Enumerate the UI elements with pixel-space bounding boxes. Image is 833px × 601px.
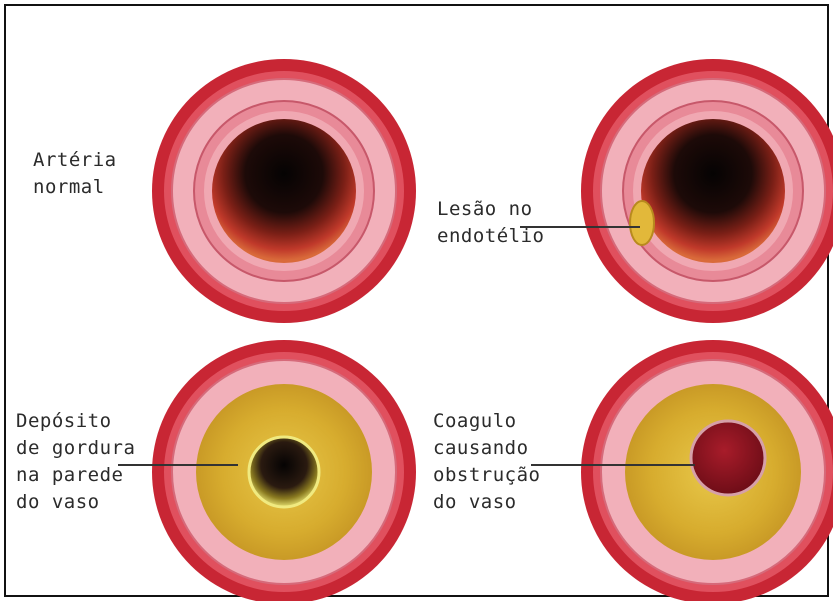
clot [691, 421, 765, 495]
label-line: obstrução [433, 462, 540, 489]
label-normal-artery: Artéria normal [33, 147, 117, 201]
label-line: Coagulo [433, 408, 540, 435]
artery-fat-deposit [152, 340, 416, 601]
label-line: causando [433, 435, 540, 462]
lumen [641, 119, 785, 263]
label-line: Depósito [16, 408, 135, 435]
artery-clot [581, 340, 833, 601]
label-clot-obstruction: Coagulo causando obstrução do vaso [433, 408, 540, 516]
label-line: normal [33, 174, 117, 201]
label-endothelium-lesion: Lesão no endotélio [437, 196, 544, 250]
artery-lesion [581, 59, 833, 323]
lumen [212, 119, 356, 263]
label-fat-deposit: Depósito de gordura na parede do vaso [16, 408, 135, 516]
label-line: de gordura [16, 435, 135, 462]
narrowed-lumen [249, 437, 319, 507]
label-line: Lesão no [437, 196, 544, 223]
label-line: do vaso [433, 489, 540, 516]
label-line: do vaso [16, 489, 135, 516]
label-line: na parede [16, 462, 135, 489]
label-line: endotélio [437, 223, 544, 250]
artery-normal [152, 59, 416, 323]
label-line: Artéria [33, 147, 117, 174]
endothelium-lesion-mark [630, 201, 654, 245]
